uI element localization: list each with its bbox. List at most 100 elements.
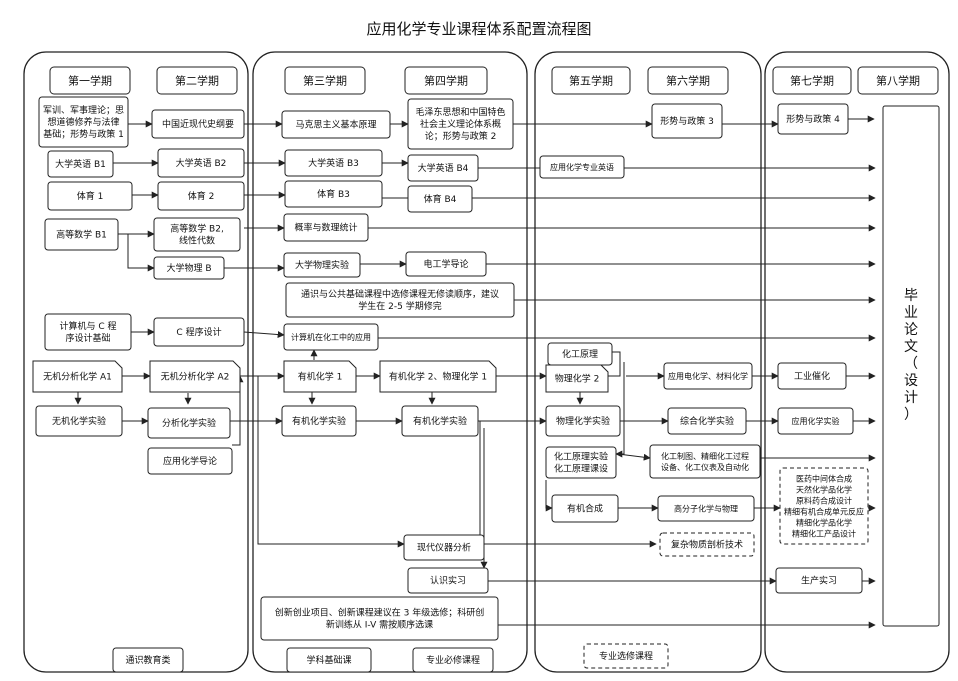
course-label: 精细化工产品设计 [792, 528, 856, 538]
course-label: 医药中间体合成 [796, 473, 852, 483]
course-label: 无机分析化学 A2 [161, 371, 230, 383]
course-box-c4c: 体育 B4 [407, 185, 473, 213]
course-box-c4h: 认识实习 [407, 567, 489, 594]
course-label: 形势与政策 4 [786, 113, 840, 125]
course-label: 大学英语 B2 [176, 157, 227, 169]
thesis-char: ） [904, 407, 918, 423]
course-label: 无机分析化学 A1 [43, 371, 112, 383]
course-label: 应用电化学、材料化学 [668, 371, 748, 381]
flow-arrow [545, 480, 553, 512]
thesis-char: 计 [904, 390, 918, 406]
semester-group [534, 51, 762, 673]
course-box-c7a: 形势与政策 4 [777, 103, 849, 135]
course-box-c1d: 高等数学 B1 [44, 218, 119, 251]
course-label: 有机化学 1 [298, 371, 343, 383]
course-label: 体育 2 [188, 190, 215, 202]
course-label: 综合化学实验 [680, 415, 734, 427]
chart-title: 应用化学专业课程体系配置流程图 [366, 20, 592, 38]
course-box-c3h: 有机化学 1 [283, 360, 357, 393]
course-box-c1g: 无机化学实验 [35, 405, 123, 437]
course-label: 论；形势与政策 2 [425, 130, 497, 142]
course-box-c2i: 应用化学导论 [147, 447, 233, 475]
course-label: 中国近现代史纲要 [162, 118, 234, 130]
course-label: 概率与数理统计 [294, 222, 357, 234]
course-box-c3b: 大学英语 B3 [284, 149, 383, 177]
course-label: 体育 B3 [317, 188, 350, 200]
course-box-c2h: 分析化学实验 [147, 407, 231, 439]
course-label: 大学物理实验 [295, 259, 349, 271]
course-box-c3d: 概率与数理统计 [283, 213, 369, 242]
thesis-char: 文 [904, 339, 918, 355]
course-box-c2b: 大学英语 B2 [157, 148, 245, 178]
course-label: 高等数学 B2, [170, 223, 224, 235]
course-label: 原料药合成设计 [796, 495, 852, 505]
flow-arrow [617, 453, 651, 461]
course-label: 想道德修养与法律 [47, 116, 119, 128]
thesis-char: 设 [904, 373, 918, 389]
course-label: 无机化学实验 [52, 415, 106, 427]
thesis-char: （ [904, 356, 918, 372]
flow-arrow [243, 331, 285, 339]
semester-label: 第一学期 [68, 73, 112, 87]
course-box-c6b: 应用电化学、材料化学 [663, 362, 753, 390]
flow-arrow [479, 421, 485, 549]
course-label: 电工学导论 [423, 258, 468, 270]
course-label: 计算机在化工中的应用 [291, 332, 371, 342]
course-box-c2d: 高等数学 B2,线性代数 [153, 217, 241, 252]
course-box-legend-basic: 学科基础课 [286, 647, 372, 673]
course-box-legend-general: 通识教育类 [112, 647, 184, 673]
course-label: 有机化学实验 [413, 415, 467, 427]
course-box-c3i: 有机化学实验 [281, 405, 357, 437]
course-box-c6c: 综合化学实验 [667, 407, 747, 435]
semester-group [764, 51, 950, 673]
thesis-char: 毕 [904, 288, 918, 304]
course-label: 学生在 2-5 学期修完 [358, 300, 441, 312]
semester-label: 第二学期 [175, 73, 219, 87]
course-label: 学科基础课 [306, 654, 351, 666]
course-label: 高等数学 B1 [56, 229, 107, 241]
course-label: 专业选修课程 [599, 650, 653, 662]
semester-header-7: 第七学期 [772, 66, 852, 95]
course-box-c3a: 马克思主义基本原理 [281, 110, 391, 139]
semester-header-8: 第八学期 [857, 66, 939, 95]
course-label: 精细化学品化学 [796, 517, 852, 527]
semester-label: 第七学期 [790, 73, 834, 87]
course-label: 有机合成 [567, 503, 603, 515]
flow-arrow [257, 376, 405, 548]
course-label: 大学物理 B [166, 262, 211, 274]
semester-header-6: 第六学期 [647, 66, 729, 95]
flow-arrow [608, 351, 621, 377]
course-box-c3e: 大学物理实验 [283, 252, 361, 278]
course-label: 序设计基础 [65, 332, 110, 344]
course-label: 形势与政策 3 [660, 115, 714, 127]
semester-group [252, 51, 528, 673]
course-box-c1b: 大学英语 B1 [47, 150, 114, 178]
course-label: 精细有机合成单元反应 [784, 506, 864, 516]
course-label: 通识与公共基础课程中选修课程无修读顺序，建议 [301, 288, 499, 300]
course-label: 专业必修课程 [426, 654, 480, 666]
semester-label: 第八学期 [876, 73, 920, 87]
course-box-c2e: 大学物理 B [153, 256, 225, 280]
course-label: 社会主义理论体系概 [420, 118, 501, 130]
course-label: 线性代数 [179, 235, 215, 247]
thesis-char: 业 [904, 305, 918, 321]
course-label: 生产实习 [801, 575, 837, 587]
course-label: 天然化学品化学 [796, 484, 852, 494]
course-label: 基础；形势与政策 1 [43, 128, 124, 140]
course-label: 体育 1 [77, 190, 104, 202]
course-box-c2g: 无机分析化学 A2 [149, 360, 241, 393]
course-box-c4g: 现代仪器分析 [403, 534, 485, 561]
semester-header-4: 第四学期 [404, 66, 488, 95]
course-box-c5f: 有机合成 [551, 494, 619, 523]
semester-label: 第六学期 [666, 73, 710, 87]
course-label: 体育 B4 [424, 193, 457, 205]
course-label: 应用化学导论 [163, 455, 217, 467]
course-box-c5a: 应用化学专业英语 [539, 155, 625, 179]
course-label: 创新创业项目、创新课程建议在 3 年级选修；科研创 [275, 607, 484, 619]
course-label: 应用化学实验 [792, 416, 840, 426]
